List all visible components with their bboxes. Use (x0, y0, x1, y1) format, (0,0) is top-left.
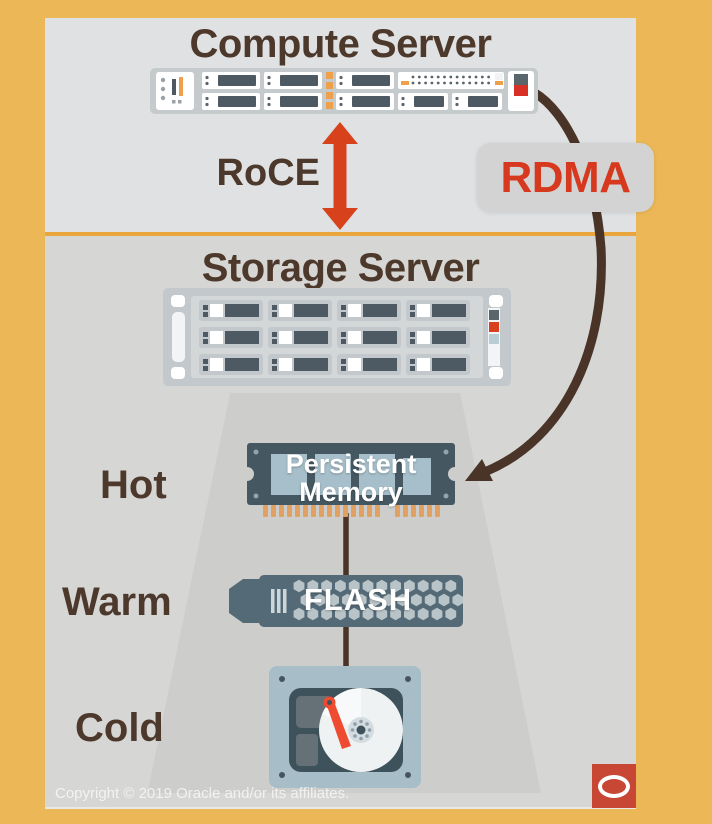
persistent-memory-dimm-icon (247, 443, 455, 517)
rdma-label: RDMA (500, 152, 631, 202)
storage-server-title: Storage Server (201, 246, 480, 290)
hard-disk-icon (269, 666, 421, 788)
flash-label: FLASH (303, 582, 413, 617)
compute-server-rack-icon (150, 68, 538, 114)
flash-card-icon (229, 575, 463, 627)
roce-label: RoCE (216, 152, 320, 194)
rdma-badge: RDMA (477, 143, 654, 212)
diagram-area: Compute Server RoCE Storage Server (45, 18, 654, 809)
persistent-memory-label: Persistent Memory (285, 449, 417, 507)
tier-label-cold: Cold (75, 706, 164, 750)
oracle-logo-icon (592, 764, 636, 808)
roce-double-arrow-icon (322, 122, 358, 230)
arrowhead (465, 459, 493, 481)
compute-server-title: Compute Server (189, 22, 492, 66)
tier-label-warm: Warm (62, 580, 172, 624)
section-divider-line (45, 232, 636, 236)
copyright-text: Copyright © 2019 Oracle and/or its affil… (55, 785, 350, 802)
tier-label-hot: Hot (100, 463, 167, 507)
oracle-o-mark (598, 774, 630, 798)
storage-server-rack-icon (163, 288, 511, 386)
